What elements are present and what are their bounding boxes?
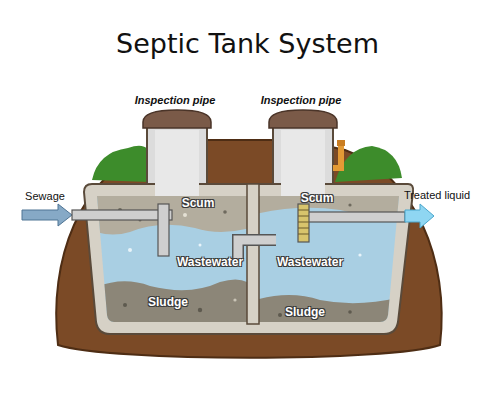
transfer-pipe	[238, 240, 276, 260]
flow-label: Sewage	[15, 190, 75, 203]
vent-pipe	[333, 146, 341, 168]
riser-opening	[155, 130, 199, 200]
inlet-tee	[158, 204, 169, 256]
layer-label: Sludge	[123, 295, 213, 309]
particle	[278, 313, 282, 317]
filter-stripes	[298, 210, 309, 234]
pipe-label: Inspection pipe	[127, 94, 223, 107]
sludge-layer	[255, 295, 405, 330]
flow-label: Treated liquid	[397, 189, 477, 202]
riser-opening	[281, 130, 325, 200]
tank-shell	[84, 184, 413, 334]
grass	[92, 146, 152, 182]
particle	[233, 298, 236, 301]
inspection-lid	[143, 110, 211, 128]
outlet-pipe	[303, 212, 405, 222]
outlet-filter	[298, 204, 309, 242]
pipe-label: Inspection pipe	[253, 94, 349, 107]
inlet-pipe	[72, 210, 172, 220]
particle	[183, 213, 187, 217]
soil-mound	[56, 140, 441, 358]
scum-layer	[255, 190, 405, 215]
outflow-arrow	[405, 204, 434, 228]
layer-label: Scum	[153, 196, 243, 210]
bubble	[199, 244, 202, 247]
tank-chamber: ScumWastewaterSludge	[88, 188, 250, 320]
particle	[223, 210, 227, 214]
grass	[335, 146, 402, 182]
baffle-wall	[247, 184, 259, 324]
layer-label: Wastewater	[165, 255, 255, 269]
sludge-layer	[90, 279, 250, 330]
layer-label: Sludge	[260, 305, 350, 319]
inspection-lid	[269, 110, 337, 128]
particle	[123, 303, 127, 307]
bubble	[128, 248, 132, 252]
particle	[348, 310, 352, 314]
layer-label: Scum	[272, 191, 362, 205]
particle	[348, 203, 351, 206]
tank-chamber: ScumWastewaterSludge	[258, 188, 392, 320]
particle	[198, 308, 202, 312]
inflow-arrow	[22, 204, 72, 226]
transfer-pipe	[238, 240, 276, 260]
bubble	[358, 253, 361, 256]
vent-cap	[337, 140, 345, 146]
layer-label: Wastewater	[265, 255, 355, 269]
diagram-title: Septic Tank System	[0, 28, 495, 59]
